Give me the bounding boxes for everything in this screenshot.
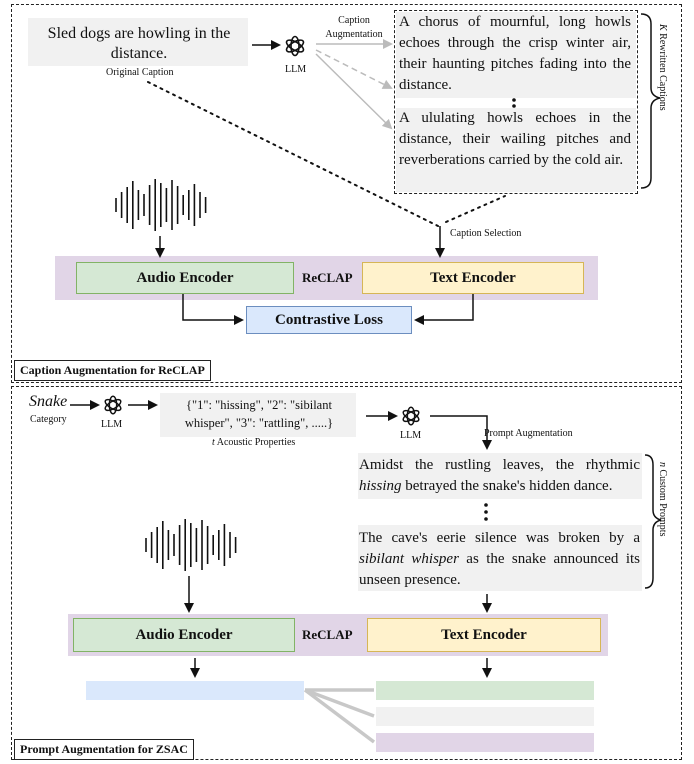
prompt-augmentation-label: Prompt Augmentation [484,428,573,439]
caption-selection-label: Caption Selection [450,228,522,239]
custom-prompts-count-label: n Custom Prompts [657,462,668,537]
audio-waveform-icon [140,518,244,572]
rewritten-caption-2: A ululating howls echoes in the distance… [399,110,631,168]
audio-encoder: Audio Encoder [73,618,295,652]
prompt-augmentation-panel [11,386,682,760]
audio-embedding-bar [86,681,304,700]
original-caption-text: Sled dogs are howling in the distance. [47,25,231,62]
text-encoder: Text Encoder [362,262,584,294]
audio-encoder: Audio Encoder [76,262,294,294]
custom-prompt-2-bg [358,525,642,591]
text-encoder: Text Encoder [367,618,601,652]
custom-prompt-1-bg [358,453,642,499]
audio-waveform-icon [110,178,214,232]
acoustic-properties-text: {"1": "hissing", "2": "sibilant whisper"… [184,398,334,430]
caption-augmentation-panel [11,4,682,383]
text-embedding-bar [376,707,594,726]
original-caption-label: Original Caption [106,67,174,78]
rewritten-caption-1: A chorus of mournful, long howls echoes … [399,14,631,93]
caption-augmentation-label: Caption Augmentation [325,15,383,40]
custom-prompt-1: Amidst the rustling leaves, the rhythmic… [359,457,640,494]
llm-label-2: LLM [400,430,422,441]
custom-prompt-2: The cave's eerie silence was broken by a… [359,530,640,588]
llm-label-1: LLM [101,419,123,430]
text-embedding-bar [376,681,594,700]
llm-label: LLM [285,64,307,75]
openai-llm-icon [400,405,422,427]
openai-llm-icon [283,34,307,58]
reclap-label: ReCLAP [302,270,353,285]
text-embedding-bar [376,733,594,752]
reclap-label: ReCLAP [302,627,353,642]
prompt-augmentation-panel-label: Prompt Augmentation for ZSAC [14,739,194,760]
acoustic-properties-box [160,393,356,437]
rewritten-captions-count-label: K Rewritten Captions [657,24,668,111]
category-label: Category [30,414,67,425]
contrastive-loss-box: Contrastive Loss [246,306,412,334]
category-word: Snake [29,393,68,410]
original-caption-box [28,18,248,66]
acoustic-properties-label: t Acoustic Properties [212,437,296,448]
caption-augmentation-panel-label: Caption Augmentation for ReCLAP [14,360,211,381]
openai-llm-icon [102,394,124,416]
